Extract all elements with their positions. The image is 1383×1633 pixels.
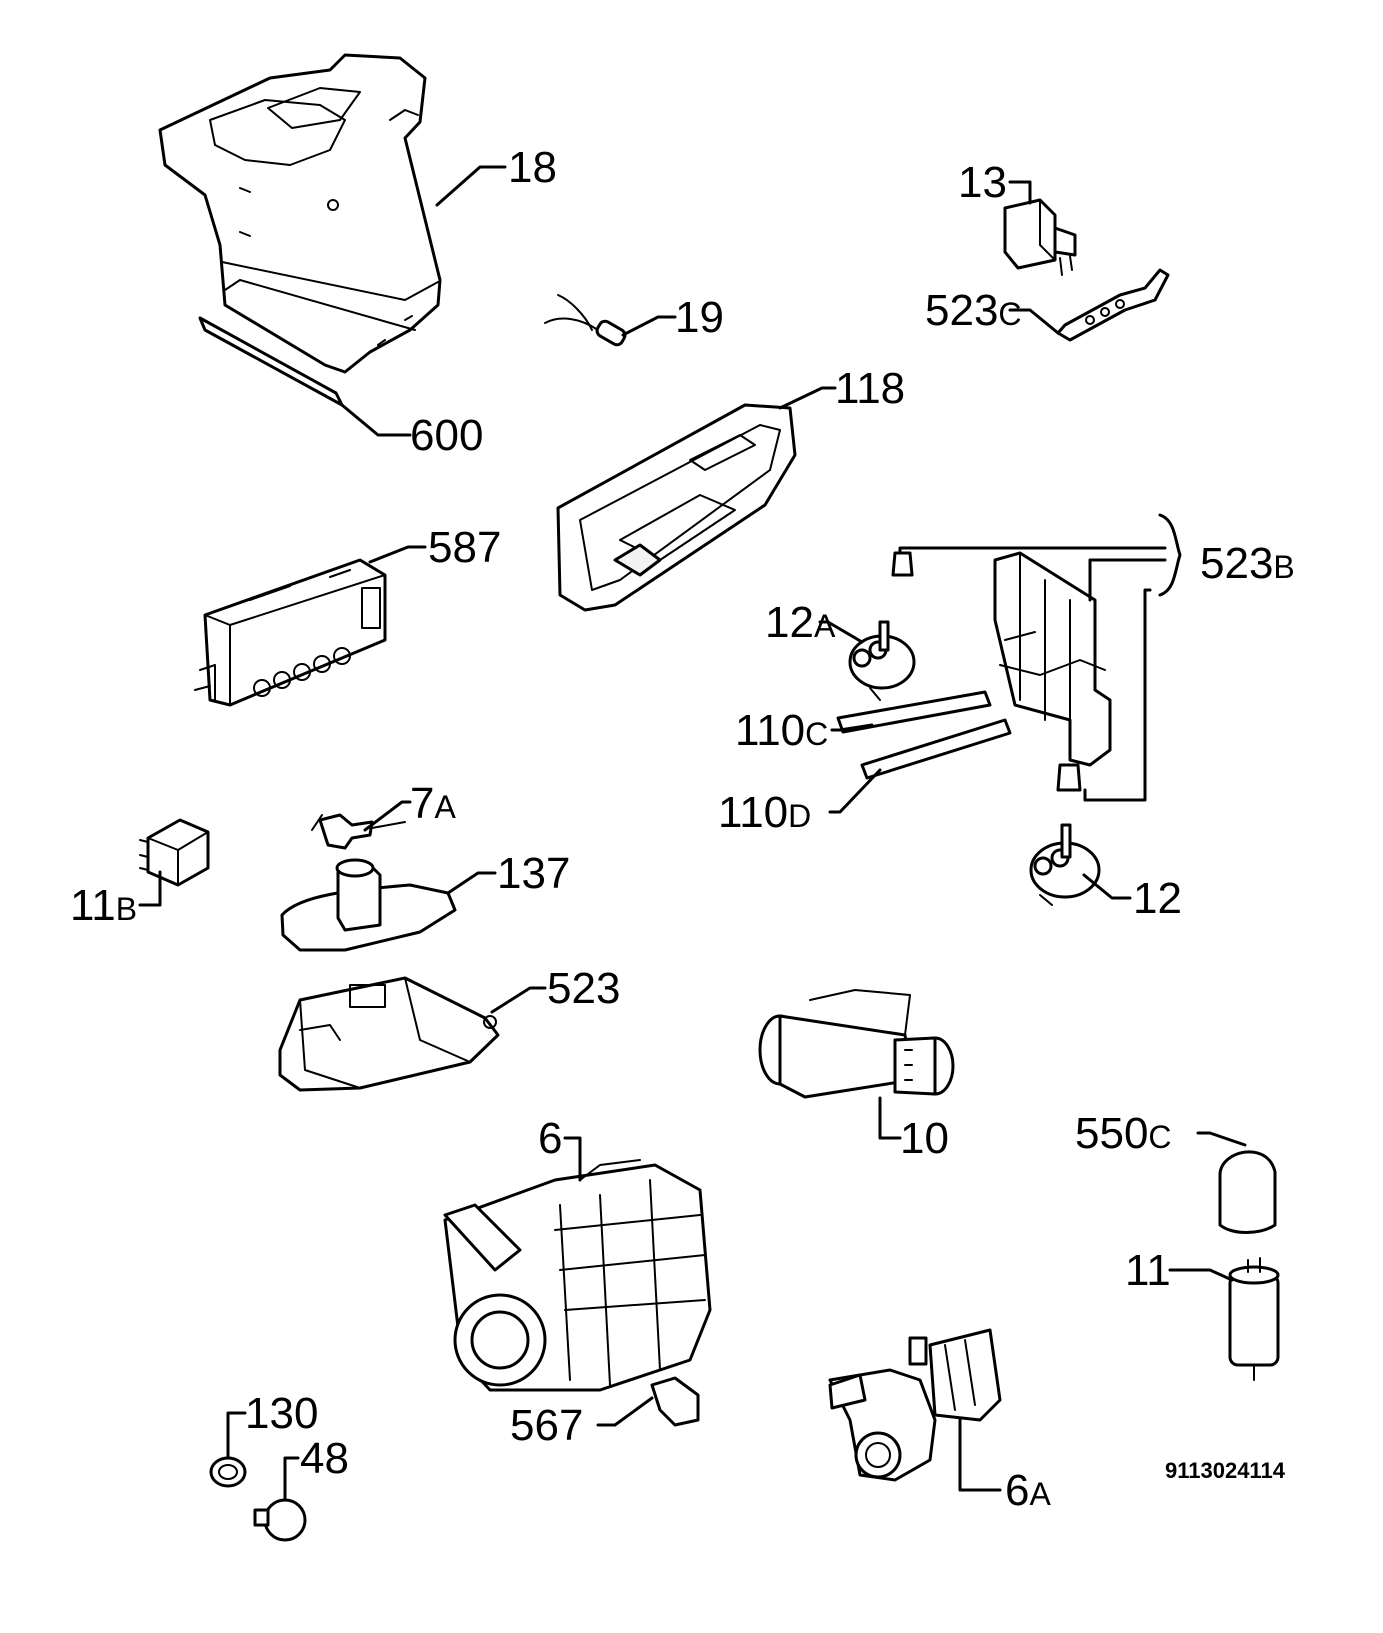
label-13: 13 bbox=[958, 158, 1007, 207]
part-523b-mount-drawing bbox=[993, 551, 1112, 767]
leader-19 bbox=[621, 315, 677, 337]
part-523c-bracket-drawing bbox=[1056, 268, 1170, 342]
leader-6 bbox=[563, 1136, 582, 1182]
leader-600 bbox=[340, 403, 412, 437]
leader-18 bbox=[435, 165, 507, 207]
label-118: 118 bbox=[835, 364, 905, 413]
part-137-cover-drawing bbox=[280, 858, 457, 952]
part-130-seal-drawing bbox=[209, 1456, 247, 1488]
leader-12 bbox=[1082, 873, 1132, 900]
leader-6a bbox=[958, 1416, 1002, 1492]
label-6: 6 bbox=[538, 1114, 562, 1163]
label-137: 137 bbox=[497, 849, 570, 898]
label-523c: 523C bbox=[925, 286, 1022, 335]
leader-7a bbox=[363, 800, 412, 832]
leader-13 bbox=[1008, 180, 1032, 205]
leader-550c bbox=[1196, 1131, 1247, 1147]
label-587: 587 bbox=[428, 523, 501, 572]
part-6-pump-motor-drawing bbox=[443, 1159, 712, 1392]
part-12-pressure-switch-drawing bbox=[1029, 763, 1101, 906]
label-11: 11 bbox=[1125, 1246, 1171, 1295]
leader-11b bbox=[138, 870, 162, 907]
part-19-sensor-drawing bbox=[544, 294, 627, 347]
label-600: 600 bbox=[410, 411, 483, 460]
leader-110d bbox=[828, 768, 882, 814]
leader-48 bbox=[283, 1456, 300, 1502]
leader-12a bbox=[818, 620, 864, 644]
part-11b-relay-drawing bbox=[139, 818, 210, 887]
leader-567 bbox=[596, 1396, 654, 1427]
leader-130 bbox=[226, 1411, 247, 1460]
label-523: 523 bbox=[547, 964, 620, 1013]
part-110d-hose-drawing bbox=[860, 718, 1012, 780]
part-12a-pressure-switch-drawing bbox=[848, 620, 916, 701]
leader-11 bbox=[1168, 1268, 1234, 1282]
label-11b: 11B bbox=[70, 881, 137, 930]
part-118-dispenser-drawing bbox=[556, 403, 797, 612]
label-110d: 110D bbox=[718, 788, 811, 837]
part-7a-clip-drawing bbox=[311, 813, 406, 850]
diagram-code: 9113024114 bbox=[1165, 1458, 1286, 1483]
leader-587 bbox=[368, 545, 427, 564]
leader-523 bbox=[490, 986, 547, 1014]
label-19: 19 bbox=[675, 293, 724, 342]
part-110c-hose-drawing bbox=[836, 690, 992, 734]
label-567: 567 bbox=[510, 1401, 583, 1450]
leader-137 bbox=[446, 871, 497, 895]
brace-523b bbox=[1158, 513, 1182, 597]
label-110c: 110C bbox=[735, 706, 828, 755]
callout-labels: 18 600 19 13 523C 118 587 523B 12A 110C … bbox=[70, 143, 1295, 1515]
part-587-module-drawing bbox=[194, 558, 387, 707]
label-12: 12 bbox=[1133, 874, 1182, 923]
part-523b-nozzle-drawing bbox=[891, 551, 914, 577]
leader-110c bbox=[830, 723, 874, 732]
label-6a: 6A bbox=[1005, 1466, 1051, 1515]
label-523b: 523B bbox=[1200, 539, 1295, 588]
part-523-base-drawing bbox=[278, 976, 500, 1092]
part-6a-drain-pump-drawing bbox=[828, 1328, 1002, 1482]
part-48-valve-drawing bbox=[253, 1498, 307, 1542]
part-18-housing-drawing bbox=[158, 53, 442, 374]
part-10-heater-drawing bbox=[758, 989, 955, 1099]
leader-523c bbox=[1008, 308, 1060, 335]
leader-lines bbox=[138, 165, 1247, 1502]
label-10: 10 bbox=[900, 1114, 949, 1163]
part-11-capacitor-drawing bbox=[1228, 1257, 1280, 1381]
bracket-523b bbox=[898, 546, 1167, 802]
label-12a: 12A bbox=[765, 598, 836, 647]
part-550c-cap-drawing bbox=[1218, 1150, 1277, 1234]
leader-10 bbox=[878, 1096, 902, 1140]
label-7a: 7A bbox=[410, 779, 456, 828]
leader-118 bbox=[778, 386, 837, 410]
label-48: 48 bbox=[300, 1434, 349, 1483]
label-18: 18 bbox=[508, 143, 557, 192]
label-130: 130 bbox=[245, 1389, 318, 1438]
label-550c: 550C bbox=[1075, 1109, 1172, 1158]
part-567-clip-drawing bbox=[650, 1376, 700, 1427]
part-13-switch-drawing bbox=[1003, 198, 1077, 276]
